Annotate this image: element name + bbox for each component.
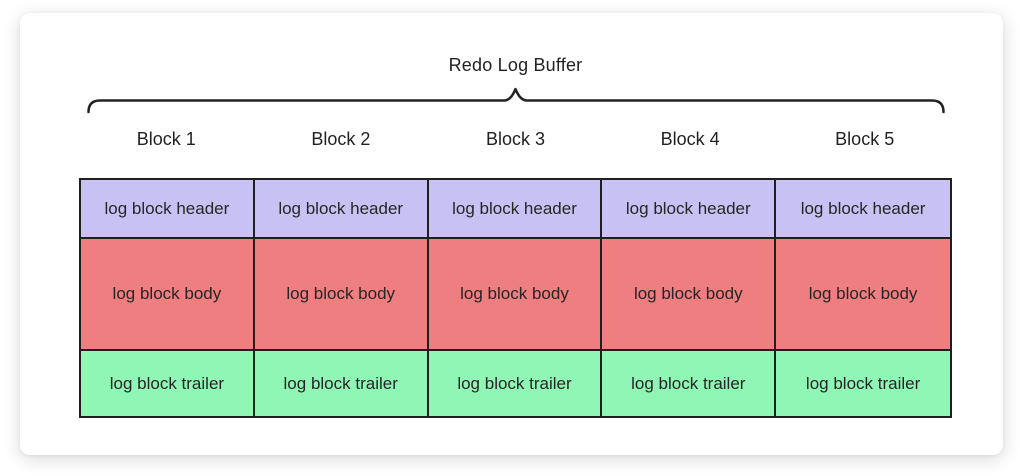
log-block-trailer-cell: log block trailer [602, 351, 777, 416]
log-block-body-cell: log block body [602, 239, 777, 351]
log-block-header-cell: log block header [428, 180, 603, 239]
block-labels-row: Block 1 Block 2 Block 3 Block 4 Block 5 [79, 128, 952, 150]
log-block-trailer-cell: log block trailer [776, 351, 950, 416]
block-label-5: Block 5 [835, 129, 895, 149]
log-block-header-cell: log block header [254, 180, 429, 239]
block-label-1: Block 1 [136, 129, 196, 149]
log-block-body-cell: log block body [254, 239, 429, 351]
log-block-header-cell: log block header [602, 180, 777, 239]
log-block-header-cell: log block header [81, 180, 255, 239]
log-block-body-cell: log block body [428, 239, 603, 351]
diagram-card: Redo Log Buffer Block 1 Block 2 Block 3 … [20, 13, 1003, 455]
log-block-body-cell: log block body [81, 239, 255, 351]
log-block-trailer-cell: log block trailer [428, 351, 603, 416]
log-block-body-cell: log block body [776, 239, 950, 351]
diagram-content: Redo Log Buffer Block 1 Block 2 Block 3 … [79, 13, 952, 418]
log-block-trailer-cell: log block trailer [254, 351, 429, 416]
log-blocks-table: log block header log block header log bl… [79, 178, 952, 418]
block-label-3: Block 3 [485, 129, 545, 149]
diagram-title: Redo Log Buffer [448, 55, 583, 75]
log-block-trailer-cell: log block trailer [81, 351, 255, 416]
block-label-4: Block 4 [660, 129, 720, 149]
brace-icon [86, 87, 945, 114]
block-label-2: Block 2 [311, 129, 371, 149]
log-block-header-cell: log block header [776, 180, 950, 239]
